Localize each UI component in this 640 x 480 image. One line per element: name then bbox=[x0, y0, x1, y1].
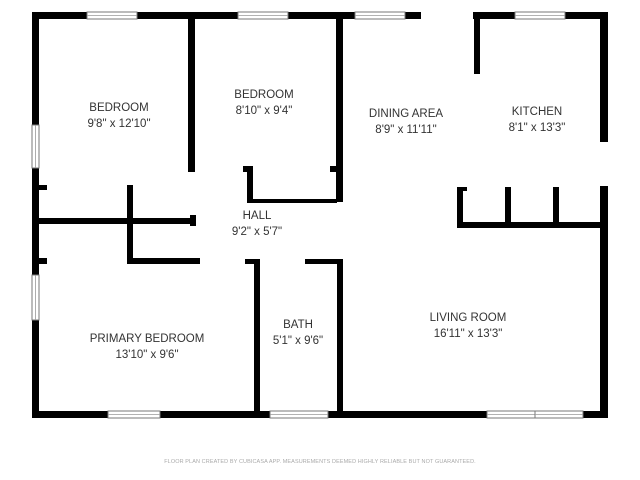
wall bbox=[505, 187, 511, 228]
room-size: 16'11" x 13'3" bbox=[433, 328, 503, 340]
footer-disclaimer: FLOOR PLAN CREATED BY CUBICASA APP. MEAS… bbox=[164, 459, 476, 465]
room-bedroom-1: BEDROOM 9'8" x 12'10" bbox=[87, 100, 150, 132]
wall bbox=[457, 187, 463, 228]
wall bbox=[32, 258, 47, 264]
room-name: KITCHEN bbox=[511, 106, 563, 118]
room-name: BEDROOM bbox=[89, 102, 149, 114]
room-primary-bedroom: PRIMARY BEDROOM 13'10" x 9'6" bbox=[90, 331, 205, 363]
room-name: LIVING ROOM bbox=[429, 312, 507, 324]
room-hall: HALL 9'2" x 5'7" bbox=[232, 208, 282, 240]
room-name: BATH bbox=[283, 319, 313, 331]
wall bbox=[247, 199, 337, 203]
room-size: 13'10" x 9'6" bbox=[115, 349, 179, 361]
room-size: 8'1" x 13'3" bbox=[508, 122, 566, 134]
wall bbox=[600, 187, 608, 191]
wall bbox=[600, 12, 608, 142]
wall bbox=[553, 187, 559, 228]
wall bbox=[39, 218, 196, 224]
room-kitchen: KITCHEN 8'1" x 13'3" bbox=[509, 104, 566, 136]
room-bath: BATH 5'1" x 9'6" bbox=[273, 317, 323, 349]
room-size: 9'2" x 5'7" bbox=[231, 226, 283, 238]
wall bbox=[336, 12, 343, 202]
room-size: 9'8" x 12'10" bbox=[87, 118, 151, 130]
wall bbox=[32, 12, 421, 19]
room-name: BEDROOM bbox=[234, 89, 294, 101]
room-size: 8'9" x 11'11" bbox=[375, 124, 437, 136]
wall bbox=[305, 259, 343, 264]
wall bbox=[457, 187, 467, 191]
room-name: PRIMARY BEDROOM bbox=[89, 333, 205, 345]
wall bbox=[330, 166, 343, 172]
room-dining-area: DINING AREA 8'9" x 11'11" bbox=[369, 106, 443, 138]
wall bbox=[474, 12, 480, 74]
wall bbox=[600, 186, 608, 418]
room-living-room: LIVING ROOM 16'11" x 13'3" bbox=[430, 310, 507, 342]
wall bbox=[245, 259, 260, 264]
wall bbox=[32, 12, 39, 418]
wall bbox=[457, 222, 607, 228]
room-bedroom-2: BEDROOM 8'10" x 9'4" bbox=[234, 87, 293, 119]
wall bbox=[127, 258, 200, 264]
wall bbox=[190, 215, 196, 226]
wall bbox=[243, 166, 253, 172]
room-name: HALL bbox=[242, 210, 272, 222]
room-size: 8'10" x 9'4" bbox=[235, 105, 293, 117]
wall bbox=[254, 259, 260, 418]
room-name: DINING AREA bbox=[368, 108, 444, 120]
wall bbox=[32, 185, 47, 190]
room-size: 5'1" x 9'6" bbox=[272, 335, 324, 347]
windows bbox=[31, 11, 584, 419]
wall bbox=[188, 12, 195, 172]
wall bbox=[337, 259, 343, 418]
wall bbox=[247, 166, 253, 202]
